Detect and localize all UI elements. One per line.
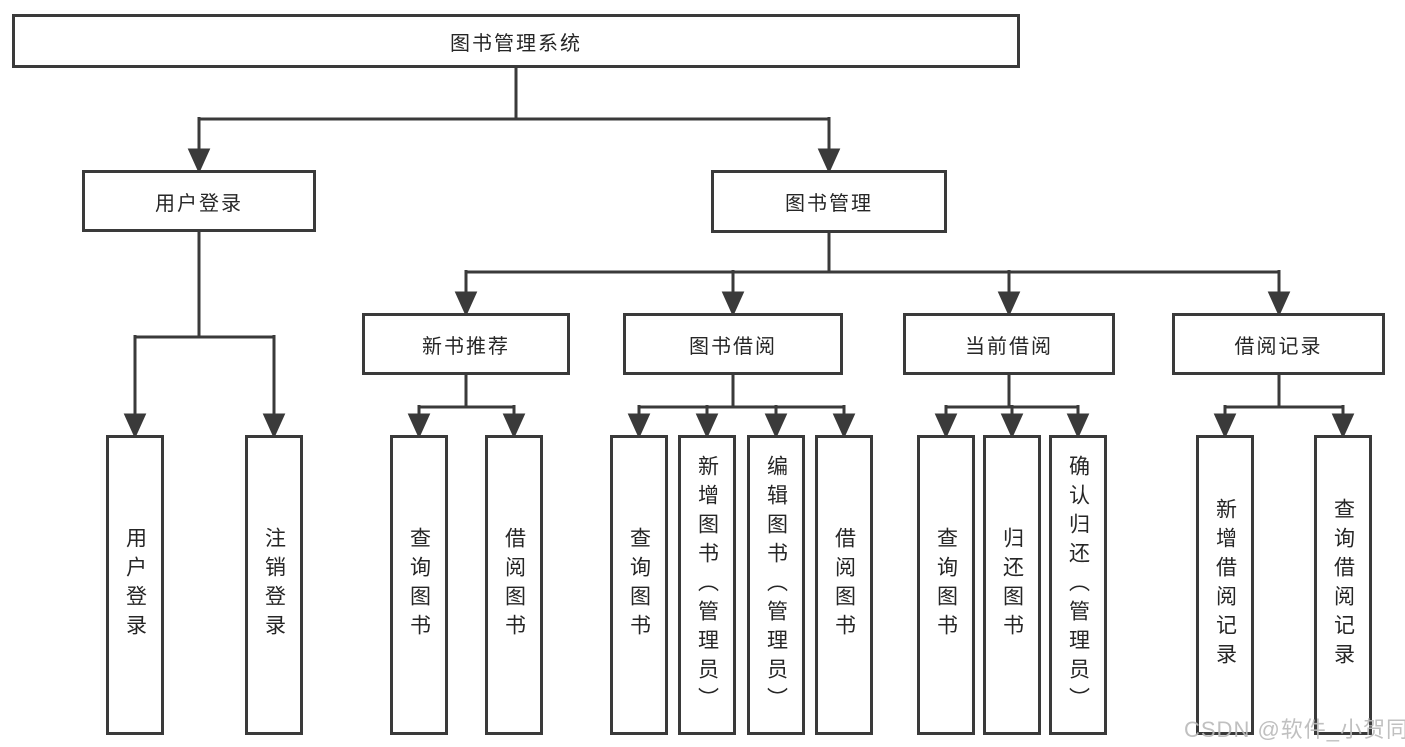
leaf-edit-book-admin: 编辑图书（管理员） <box>747 435 805 735</box>
leaf-borrow-books-recommend: 借阅图书 <box>485 435 543 735</box>
leaf-add-borrow-record: 新增借阅记录 <box>1196 435 1254 735</box>
leaf-return-books-label: 归还图书 <box>1000 527 1024 643</box>
node-new-book-recommend: 新书推荐 <box>362 313 570 375</box>
leaf-logout: 注销登录 <box>245 435 303 735</box>
node-root: 图书管理系统 <box>12 14 1020 68</box>
leaf-return-books: 归还图书 <box>983 435 1041 735</box>
leaf-query-books-current-label: 查询图书 <box>934 527 958 643</box>
leaf-borrow-books-label: 借阅图书 <box>832 527 856 643</box>
leaf-logout-label: 注销登录 <box>262 527 286 643</box>
leaf-query-books-recommend-label: 查询图书 <box>407 527 431 643</box>
leaf-confirm-return-admin: 确认归还（管理员） <box>1049 435 1107 735</box>
csdn-watermark: CSDN @软件_小贺同学 <box>1184 717 1405 742</box>
leaf-query-borrow-record: 查询借阅记录 <box>1314 435 1372 735</box>
leaf-user-login: 用户登录 <box>106 435 164 735</box>
node-book-borrow: 图书借阅 <box>623 313 843 375</box>
leaf-query-books-borrow-label: 查询图书 <box>627 527 651 643</box>
node-book-management: 图书管理 <box>711 170 947 233</box>
leaf-add-borrow-record-label: 新增借阅记录 <box>1213 498 1237 672</box>
leaf-query-books-current: 查询图书 <box>917 435 975 735</box>
node-borrow-records: 借阅记录 <box>1172 313 1385 375</box>
leaf-edit-book-admin-label: 编辑图书（管理员） <box>764 454 788 716</box>
leaf-borrow-books: 借阅图书 <box>815 435 873 735</box>
leaf-confirm-return-admin-label: 确认归还（管理员） <box>1066 454 1090 716</box>
node-current-borrow: 当前借阅 <box>903 313 1115 375</box>
leaf-query-books-borrow: 查询图书 <box>610 435 668 735</box>
leaf-borrow-books-recommend-label: 借阅图书 <box>502 527 526 643</box>
leaf-add-book-admin: 新增图书（管理员） <box>678 435 736 735</box>
leaf-user-login-label: 用户登录 <box>123 527 147 643</box>
node-user-login: 用户登录 <box>82 170 316 232</box>
leaf-query-borrow-record-label: 查询借阅记录 <box>1331 498 1355 672</box>
leaf-query-books-recommend: 查询图书 <box>390 435 448 735</box>
leaf-add-book-admin-label: 新增图书（管理员） <box>695 454 719 716</box>
